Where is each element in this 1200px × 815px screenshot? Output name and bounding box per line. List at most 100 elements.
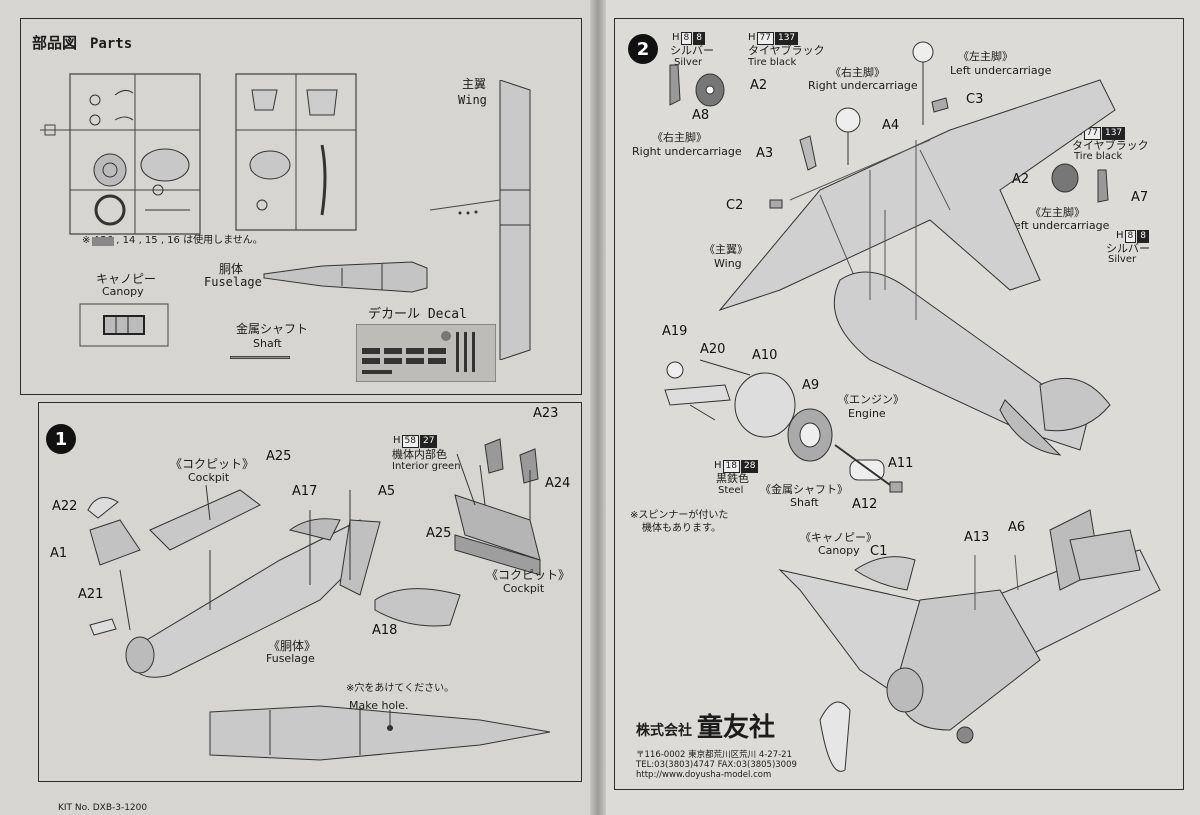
engine-en: Engine [848, 407, 886, 420]
unused-parts-note: ※ A26 , 14 , 15 , 16 は使用しません。 [82, 235, 263, 246]
spinner-note-1: ※スピンナーが付いた [630, 510, 729, 521]
shaft-step-en: Shaft [790, 496, 819, 509]
parts-title-jp: 部品図 [32, 34, 78, 52]
company-address: 〒116-0002 東京都荒川区荒川 4-27-21 [636, 750, 793, 760]
step1-frame [38, 402, 582, 782]
label-a20: A20 [700, 342, 726, 357]
wing-step-jp: 《主翼》 [704, 243, 748, 256]
fuselage-step-jp: 《胴体》 [268, 639, 317, 653]
canopy-jp: キャノピー [96, 272, 157, 286]
engine-jp: 《エンジン》 [838, 393, 904, 406]
label-a21: A21 [78, 587, 104, 602]
wing-jp: 主翼 [462, 77, 487, 91]
label-a5: A5 [378, 484, 396, 499]
label-a9: A9 [802, 378, 820, 393]
label-a22: A22 [52, 499, 78, 514]
label-c3: C3 [966, 92, 984, 107]
fuselage-jp: 胴体 [219, 262, 244, 276]
unused-gray-swatch [92, 237, 114, 246]
company-url: http://www.doyusha-model.com [636, 770, 772, 780]
parts-title-en: Parts [90, 36, 133, 52]
steel-jp: 黒鉄色 [716, 472, 749, 485]
label-a25-right: A25 [426, 526, 452, 541]
fuselage-en: Fuselage [204, 275, 262, 289]
step1-assembly-drawing [60, 410, 580, 780]
label-a1: A1 [50, 546, 68, 561]
label-a19: A19 [662, 324, 688, 339]
label-a10: A10 [752, 348, 778, 363]
label-c2: C2 [726, 198, 744, 213]
interior-paint-jp: 機体内部色 [392, 448, 447, 461]
left-uc2-en: Left undercarriage [1008, 219, 1110, 232]
shaft-en: Shaft [253, 337, 282, 350]
company-name: 童友社 [697, 713, 776, 743]
right-uc2-jp: 《右主脚》 [830, 66, 885, 79]
canopy-part-drawing [76, 300, 176, 360]
label-a17: A17 [292, 484, 318, 499]
decal-title: デカール Decal [368, 307, 467, 322]
parts-frame [20, 18, 582, 395]
right-uc-jp: 《右主脚》 [652, 131, 707, 144]
label-a4: A4 [882, 118, 900, 133]
left-page [0, 0, 596, 815]
tire2-en: Tire black [1074, 151, 1123, 162]
label-a12: A12 [852, 497, 878, 512]
label-a11: A11 [888, 456, 914, 471]
step2-assembly-drawing [620, 30, 1180, 790]
canopy-step-jp: 《キャノピー》 [800, 531, 877, 544]
label-a8: A8 [692, 108, 710, 123]
silver2-en: Silver [1108, 254, 1137, 265]
fuselage-part-drawing [262, 258, 437, 298]
label-a7: A7 [1131, 190, 1149, 205]
cockpit-label-jp: 《コクピット》 [170, 457, 255, 471]
left-uc-en: Left undercarriage [950, 64, 1052, 77]
company-prefix: 株式会社 [636, 723, 692, 739]
label-c1: C1 [870, 544, 888, 559]
canopy-en: Canopy [102, 285, 144, 298]
label-a2-left: A2 [750, 78, 768, 93]
steel-en: Steel [718, 485, 744, 496]
tire-en: Tire black [748, 57, 797, 68]
shaft-step-jp: 《金属シャフト》 [760, 483, 848, 496]
cockpit2-label-jp: 《コクピット》 [486, 568, 571, 582]
step2-frame [614, 18, 1184, 790]
wing-step-en: Wing [714, 257, 742, 270]
label-a23: A23 [533, 406, 559, 421]
wing-part-drawing [430, 80, 560, 360]
right-uc2-en: Right undercarriage [808, 79, 918, 92]
label-a18: A18 [372, 623, 398, 638]
step2-number: 2 [628, 34, 658, 64]
tire2-jp: タイヤブラック [1072, 139, 1149, 152]
company-phone: TEL:03(3803)4747 FAX:03(3805)3009 [636, 760, 797, 770]
fuselage-step-en: Fuselage [266, 652, 315, 665]
label-a24: A24 [545, 476, 571, 491]
left-uc2-jp: 《左主脚》 [1030, 206, 1085, 219]
tire-jp: タイヤブラック [748, 44, 825, 57]
step1-number: 1 [46, 424, 76, 454]
left-uc-jp: 《左主脚》 [958, 50, 1013, 63]
canopy-step-en: Canopy [818, 544, 860, 557]
spinner-note-2: 機体もあります。 [642, 523, 721, 534]
decal-sheet-drawing [356, 324, 496, 382]
silver-en: Silver [674, 57, 703, 68]
label-a13: A13 [964, 530, 990, 545]
sprue-b-drawing [232, 70, 362, 235]
cockpit2-label-en: Cockpit [503, 582, 545, 595]
hole-note-en: Make hole. [349, 699, 409, 712]
label-a25-top: A25 [266, 449, 292, 464]
silver-jp: シルバー [670, 44, 714, 57]
shaft-part-line [230, 356, 290, 359]
right-uc-en: Right undercarriage [632, 145, 742, 158]
wing-en: Wing [458, 93, 487, 107]
interior-paint-en: Interior green [392, 461, 461, 472]
label-a3: A3 [756, 146, 774, 161]
label-a6: A6 [1008, 520, 1026, 535]
label-a2-right: A2 [1012, 172, 1030, 187]
kit-number: KIT No. DXB-3-1200 [58, 803, 148, 813]
